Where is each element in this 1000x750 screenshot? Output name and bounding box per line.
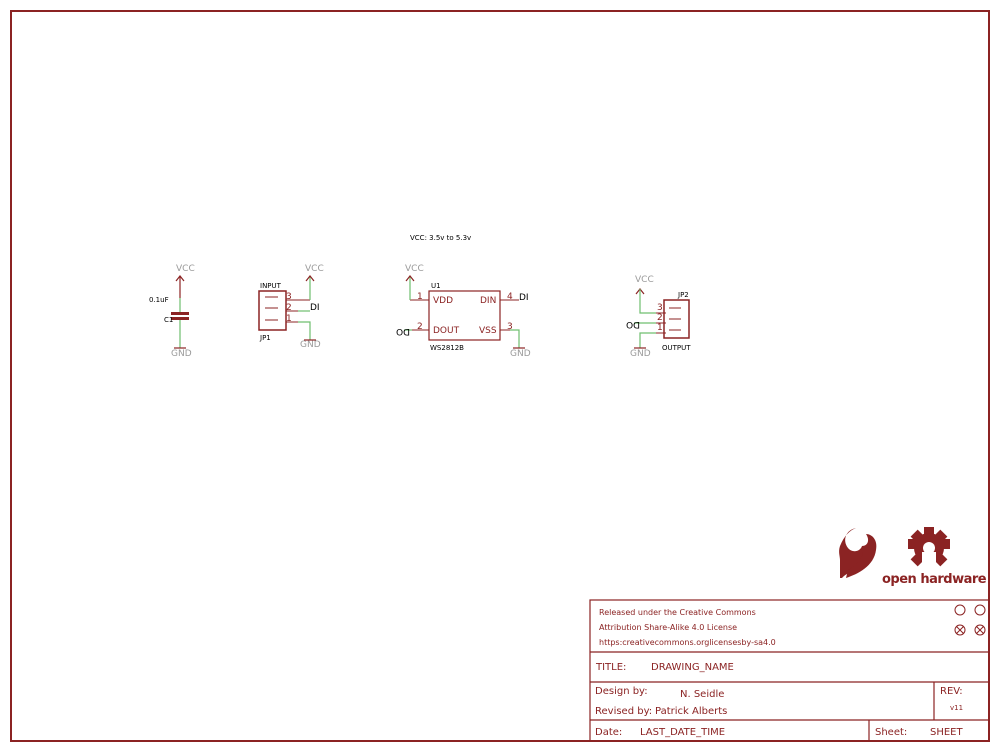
flame-logo xyxy=(839,528,877,578)
jp1-pin-2: 2 xyxy=(286,303,292,313)
u1-net-do: DO xyxy=(396,326,410,336)
date-value: LAST_DATE_TIME xyxy=(640,727,725,738)
u1-pin-vdd: VDD xyxy=(433,296,453,306)
rev-label: REV: xyxy=(940,686,963,697)
jp2-pin-1: 1 xyxy=(657,323,663,333)
vcc-label-u1: VCC xyxy=(405,264,424,274)
u1-pin-num-4: 4 xyxy=(507,292,513,302)
u1-pin-din: DIN xyxy=(480,296,496,306)
u1-pin-dout: DOUT xyxy=(433,326,460,336)
u1-pin-num-2: 2 xyxy=(417,322,423,332)
jp2-title: OUTPUT xyxy=(662,344,691,352)
u1-pin-num-3: 3 xyxy=(507,322,513,332)
revised-value: Patrick Alberts xyxy=(655,706,727,717)
c1-name: C1 xyxy=(164,316,173,324)
gnd-label-u1: GND xyxy=(510,349,531,359)
jp2-name: JP2 xyxy=(677,291,689,299)
jp2-pin-2: 2 xyxy=(657,313,663,323)
title-label: TITLE: xyxy=(595,662,626,673)
jp1-name: JP1 xyxy=(259,334,271,342)
title-block: Released under the Creative Commons Attr… xyxy=(589,599,990,742)
cc-icons xyxy=(954,604,986,636)
u1-pin-vss: VSS xyxy=(479,326,497,336)
rev-value: v11 xyxy=(950,704,963,712)
capacitor-c1[interactable]: VCC GND 0.1uF C1 xyxy=(149,264,195,359)
gnd-label-c1: GND xyxy=(171,349,192,359)
c1-value: 0.1uF xyxy=(149,296,169,304)
vcc-label-jp2: VCC xyxy=(635,275,654,285)
vcc-label-jp1: VCC xyxy=(305,264,324,274)
jp2-net-do: DO xyxy=(626,319,640,329)
gnd-label-jp2: GND xyxy=(630,349,651,359)
design-label: Design by: xyxy=(595,686,648,697)
license-line-2: Attribution Share-Alike 4.0 License xyxy=(599,623,737,632)
jp2-pin-3: 3 xyxy=(657,303,663,313)
jp1-title: INPUT xyxy=(260,282,282,290)
sheet-label: Sheet: xyxy=(875,727,907,738)
connector-jp1[interactable]: INPUT 3 2 1 VCC DI GND JP1 xyxy=(258,264,324,350)
vcc-label-c1: VCC xyxy=(176,264,195,274)
gnd-label-jp1: GND xyxy=(300,340,321,350)
connector-jp2[interactable]: VCC DO GND 3 2 1 JP2 OUTPUT xyxy=(626,275,691,359)
jp1-pin-1: 1 xyxy=(286,314,292,324)
led-u1[interactable]: U1 VDD DIN DOUT VSS WS2812B 1 VCC 4 DI 2… xyxy=(396,264,531,359)
jp1-pin-3: 3 xyxy=(286,292,292,302)
date-label: Date: xyxy=(595,727,622,738)
open-hardware-gear-icon xyxy=(908,527,950,570)
revised-label: Revised by: xyxy=(595,706,652,717)
u1-name: U1 xyxy=(431,282,441,290)
u1-pin-num-1: 1 xyxy=(417,292,423,302)
jp1-net-di: DI xyxy=(310,303,320,313)
open-hardware-text: open hardware xyxy=(882,572,987,587)
license-line-1: Released under the Creative Commons xyxy=(599,608,756,617)
design-value: N. Seidle xyxy=(680,689,724,700)
supply-note: VCC: 3.5v to 5.3v xyxy=(410,234,471,242)
license-line-3: https:creativecommons.orglicensesby-sa4.… xyxy=(599,638,776,647)
u1-net-di: DI xyxy=(519,293,529,303)
sheet-frame xyxy=(10,10,990,742)
title-value: DRAWING_NAME xyxy=(651,662,734,673)
u1-part: WS2812B xyxy=(430,344,464,352)
sheet-value: SHEET xyxy=(930,727,964,738)
